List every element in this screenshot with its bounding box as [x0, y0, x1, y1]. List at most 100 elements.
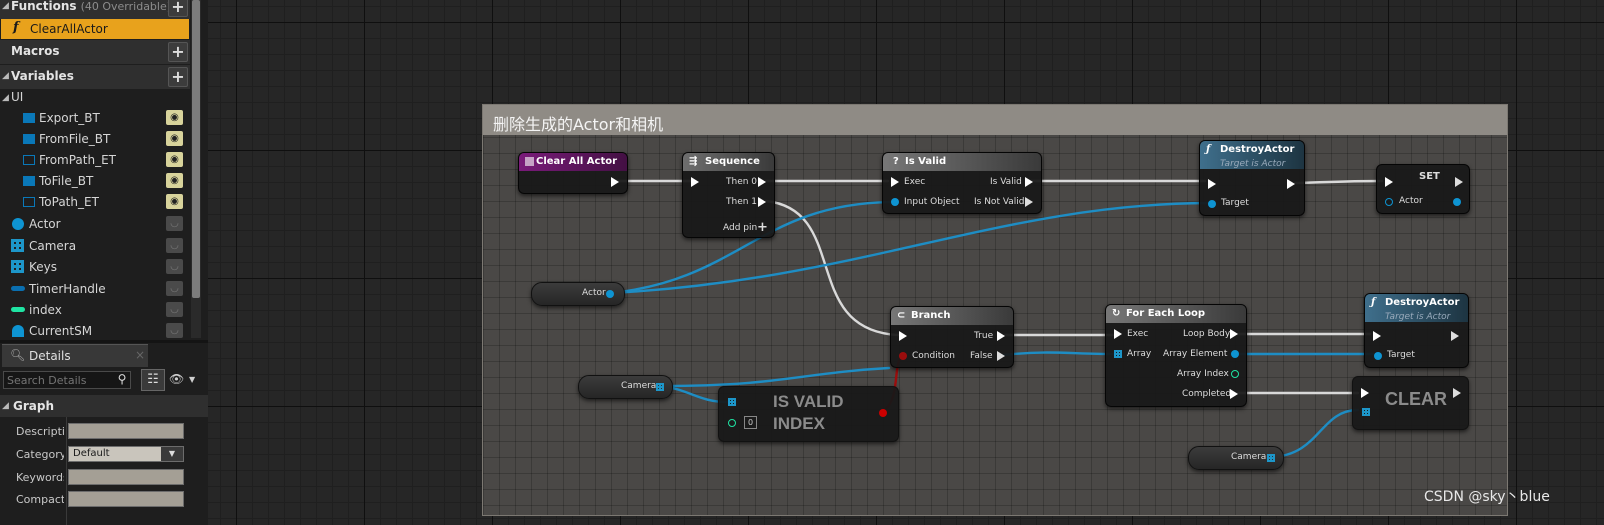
eye-icon[interactable]: ◉ [166, 173, 183, 188]
description-field[interactable] [68, 423, 184, 439]
exec-in-pin[interactable] [1114, 329, 1122, 339]
exec-in-pin[interactable] [891, 177, 899, 187]
exec-out-pin[interactable] [997, 331, 1005, 341]
variable-item[interactable]: Actor ◡ [0, 214, 190, 235]
actor-out-pin[interactable] [606, 290, 614, 298]
keywords-field[interactable] [68, 469, 184, 485]
search-details-input[interactable] [3, 371, 131, 389]
eye-closed-icon[interactable]: ◡ [166, 302, 183, 317]
set-actor-node[interactable]: SET Actor [1376, 164, 1470, 214]
exec-in-pin[interactable] [691, 177, 699, 187]
eye-icon[interactable]: ◉ [166, 110, 183, 125]
variable-item[interactable]: Camera ◡ [0, 236, 190, 257]
variable-item[interactable]: CurrentSM ◡ [0, 321, 190, 338]
variable-item[interactable]: FromPath_ET ◉ [0, 150, 190, 171]
variable-item[interactable]: ToFile_BT ◉ [0, 171, 190, 192]
chevron-down-icon[interactable]: ▼ [161, 447, 183, 461]
exec-out-pin-unconnected[interactable] [1455, 177, 1463, 187]
add-pin-button[interactable]: Add pin [723, 223, 758, 233]
variables-header[interactable]: ◢ Variables + [0, 65, 190, 89]
add-macro-button[interactable]: + [168, 42, 188, 62]
panel-splitter[interactable] [0, 340, 208, 343]
destroy-actor-node[interactable]: ƒ DestroyActor Target is Actor Target [1364, 293, 1469, 368]
add-pin-plus-icon[interactable]: + [757, 220, 768, 235]
actor-getter-node[interactable]: Actor [531, 282, 625, 306]
array-element-pin[interactable] [1231, 350, 1239, 358]
add-function-button[interactable]: + [168, 0, 188, 17]
input-object-pin[interactable] [891, 198, 899, 206]
expand-triangle-icon[interactable]: ◢ [2, 1, 9, 11]
tab-details[interactable]: 🔍︎ Details × [2, 344, 148, 367]
exec-out-pin-unconnected[interactable] [1453, 388, 1461, 398]
add-variable-button[interactable]: + [168, 67, 188, 87]
array-in-pin[interactable] [1362, 408, 1370, 416]
array-in-pin[interactable] [728, 398, 736, 406]
exec-out-pin[interactable] [611, 177, 619, 187]
function-item-clearallactor[interactable]: f ClearAllActor [1, 19, 189, 39]
chevron-down-icon[interactable]: ▼ [189, 375, 196, 384]
eye-icon[interactable]: ◉ [166, 152, 183, 167]
view-options-eye-icon[interactable]: 👁︎ [169, 372, 185, 386]
variable-item[interactable]: FromFile_BT ◉ [0, 129, 190, 150]
variable-category-ui[interactable]: ◢ UI [0, 88, 190, 109]
graph-category-header[interactable]: ◢ Graph [0, 395, 208, 417]
exec-in-pin[interactable] [899, 331, 907, 341]
for-each-loop-node[interactable]: ↻ For Each Loop Exec Loop Body Array Arr… [1105, 304, 1247, 407]
is-valid-node[interactable]: ? Is Valid Exec Is Valid Input Object Is… [882, 152, 1042, 214]
condition-pin[interactable] [899, 352, 907, 360]
exec-in-pin[interactable] [1385, 177, 1393, 187]
scrollbar-thumb[interactable] [192, 0, 200, 298]
exec-in-pin[interactable] [1208, 179, 1216, 189]
eye-icon[interactable]: ◉ [166, 131, 183, 146]
comment-box[interactable]: 删除生成的Actor和相机 [482, 104, 1508, 516]
target-pin[interactable] [1374, 352, 1382, 360]
actor-out-pin[interactable] [1453, 198, 1461, 206]
exec-in-pin[interactable] [1361, 388, 1369, 398]
exec-out-pin[interactable] [1025, 177, 1033, 187]
camera-getter-node[interactable]: Camera [578, 375, 673, 399]
exec-out-pin[interactable] [1230, 329, 1238, 339]
eye-closed-icon[interactable]: ◡ [166, 281, 183, 296]
function-entry-node[interactable]: Clear All Actor [518, 152, 628, 194]
branch-node[interactable]: ⊂ Branch True Condition False [890, 306, 1014, 368]
variable-item[interactable]: index ◡ [0, 300, 190, 321]
array-index-pin[interactable] [1231, 370, 1239, 378]
exec-out-pin[interactable] [1230, 389, 1238, 399]
eye-closed-icon[interactable]: ◡ [166, 238, 183, 253]
array-out-pin[interactable] [656, 383, 664, 391]
exec-out-pin-unconnected[interactable] [1025, 197, 1033, 207]
index-in-pin[interactable] [728, 419, 736, 427]
target-pin[interactable] [1208, 200, 1216, 208]
expand-triangle-icon[interactable]: ◢ [2, 93, 9, 103]
eye-closed-icon[interactable]: ◡ [166, 323, 183, 338]
is-valid-index-node[interactable]: IS VALID INDEX 0 [718, 386, 899, 442]
exec-out-pin[interactable] [1287, 179, 1295, 189]
eye-icon[interactable]: ◉ [166, 194, 183, 209]
property-matrix-button[interactable]: ☷ [141, 369, 165, 391]
close-icon[interactable]: × [135, 348, 146, 362]
sidebar-scrollbar[interactable] [191, 0, 201, 338]
destroy-actor-node[interactable]: ƒ DestroyActor Target is Actor Target [1199, 140, 1305, 216]
array-in-pin[interactable] [1114, 350, 1122, 358]
variable-item[interactable]: TimerHandle ◡ [0, 279, 190, 300]
expand-triangle-icon[interactable]: ◢ [2, 71, 9, 81]
actor-in-pin[interactable] [1385, 198, 1393, 206]
exec-out-pin-unconnected[interactable] [1451, 331, 1459, 341]
index-default-field[interactable]: 0 [744, 416, 757, 429]
compact-title-field[interactable] [68, 491, 184, 507]
expand-triangle-icon[interactable]: ◢ [2, 401, 9, 411]
category-dropdown[interactable]: Default▼ [68, 446, 184, 462]
eye-closed-icon[interactable]: ◡ [166, 216, 183, 231]
clear-array-node[interactable]: CLEAR [1352, 376, 1469, 430]
variable-item[interactable]: Keys ◡ [0, 257, 190, 278]
search-icon[interactable]: ⚲ [117, 372, 127, 386]
sequence-node[interactable]: ⇶ Sequence Then 0 Then 1 Add pin + [682, 152, 775, 238]
functions-header[interactable]: ◢ Functions(40 Overridable) + [0, 0, 190, 19]
comment-title-bar[interactable]: 删除生成的Actor和相机 [483, 105, 1507, 135]
exec-out-pin[interactable] [758, 177, 766, 187]
camera-getter-node[interactable]: Camera [1188, 446, 1284, 470]
exec-in-pin[interactable] [1373, 331, 1381, 341]
eye-closed-icon[interactable]: ◡ [166, 259, 183, 274]
exec-out-pin-unconnected[interactable] [997, 351, 1005, 361]
variable-item[interactable]: Export_BT ◉ [0, 108, 190, 129]
